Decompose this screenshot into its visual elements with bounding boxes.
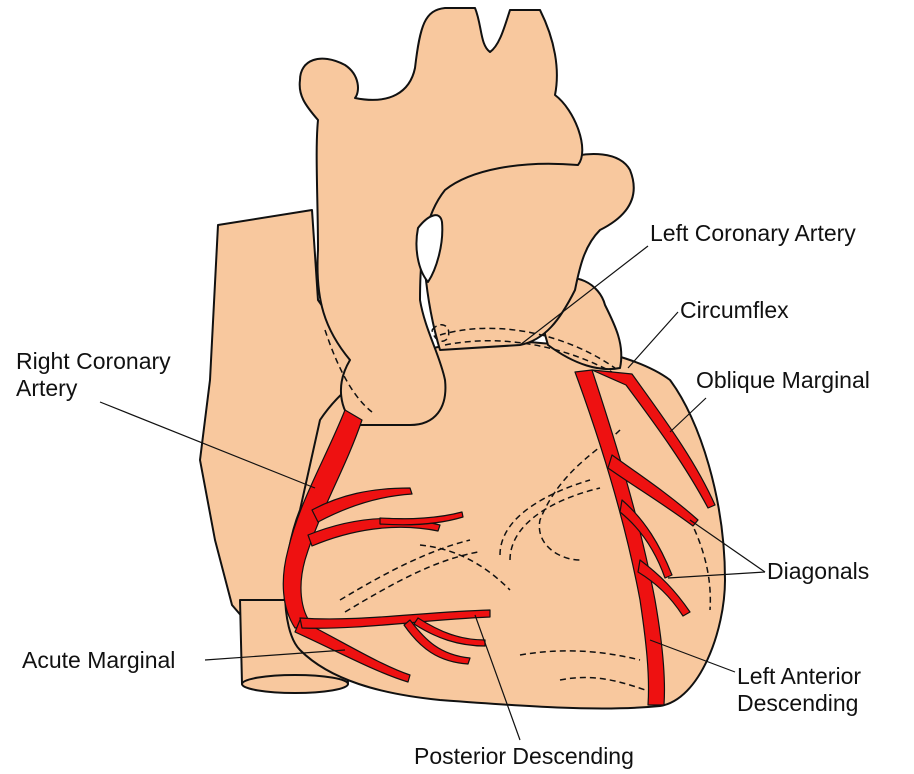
label-right-coronary-artery-line1: Right Coronary	[16, 348, 171, 375]
label-circumflex: Circumflex	[680, 297, 789, 324]
label-left-anterior-descending-line2: Descending	[737, 690, 861, 717]
label-posterior-descending: Posterior Descending	[414, 743, 634, 770]
label-left-anterior-descending-line1: Left Anterior	[737, 663, 861, 690]
inferior-vena-cava-opening	[242, 675, 348, 693]
label-right-coronary-artery-line2: Artery	[16, 375, 171, 402]
label-oblique-marginal: Oblique Marginal	[696, 367, 870, 394]
label-diagonals: Diagonals	[767, 558, 869, 585]
label-left-anterior-descending: Left Anterior Descending	[737, 663, 861, 717]
leader-circumflex	[628, 312, 678, 368]
label-left-coronary-artery: Left Coronary Artery	[650, 220, 856, 247]
label-right-coronary-artery: Right Coronary Artery	[16, 348, 171, 402]
label-acute-marginal: Acute Marginal	[22, 647, 175, 674]
